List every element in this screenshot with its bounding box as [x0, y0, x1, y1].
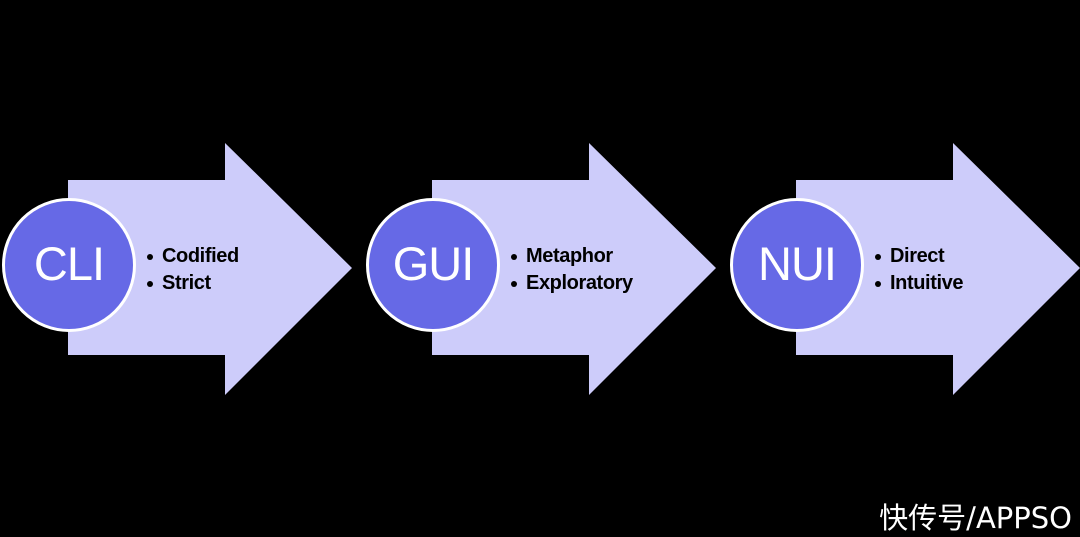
stage-bullets: Direct Intuitive	[874, 243, 963, 297]
stage-cli: CLI Codified Strict	[0, 0, 355, 537]
stage-label: CLI	[33, 236, 105, 290]
bullet-item: Direct	[874, 243, 963, 270]
bullet-dot-icon	[511, 280, 517, 287]
bullet-dot-icon	[875, 280, 881, 287]
stage-circle: NUI	[730, 198, 864, 332]
stage-bullets: Codified Strict	[146, 243, 239, 297]
bullet-item: Exploratory	[510, 270, 633, 297]
bullet-item: Codified	[146, 243, 239, 270]
stage-circle: CLI	[2, 198, 136, 332]
bullet-dot-icon	[147, 280, 153, 287]
bullet-text: Strict	[162, 272, 211, 294]
bullet-item: Strict	[146, 270, 239, 297]
stage-nui: NUI Direct Intuitive	[728, 0, 1080, 537]
stage-label: NUI	[758, 236, 837, 290]
bullet-dot-icon	[511, 253, 517, 260]
bullet-text: Intuitive	[890, 272, 964, 294]
stage-circle: GUI	[366, 198, 500, 332]
bullet-text: Direct	[890, 245, 945, 267]
watermark: 快传号/APPSO	[879, 501, 1072, 535]
arrow-shape	[432, 143, 716, 395]
bullet-item: Intuitive	[874, 270, 963, 297]
bullet-text: Metaphor	[526, 245, 613, 267]
bullet-text: Exploratory	[526, 272, 633, 294]
arrow-shape	[796, 143, 1080, 395]
stage-label: GUI	[392, 236, 475, 290]
bullet-dot-icon	[875, 253, 881, 260]
stage-bullets: Metaphor Exploratory	[510, 243, 633, 297]
bullet-text: Codified	[162, 245, 239, 267]
bullet-dot-icon	[147, 253, 153, 260]
stage-gui: GUI Metaphor Exploratory	[364, 0, 719, 537]
arrow-shape	[68, 143, 352, 395]
bullet-item: Metaphor	[510, 243, 633, 270]
